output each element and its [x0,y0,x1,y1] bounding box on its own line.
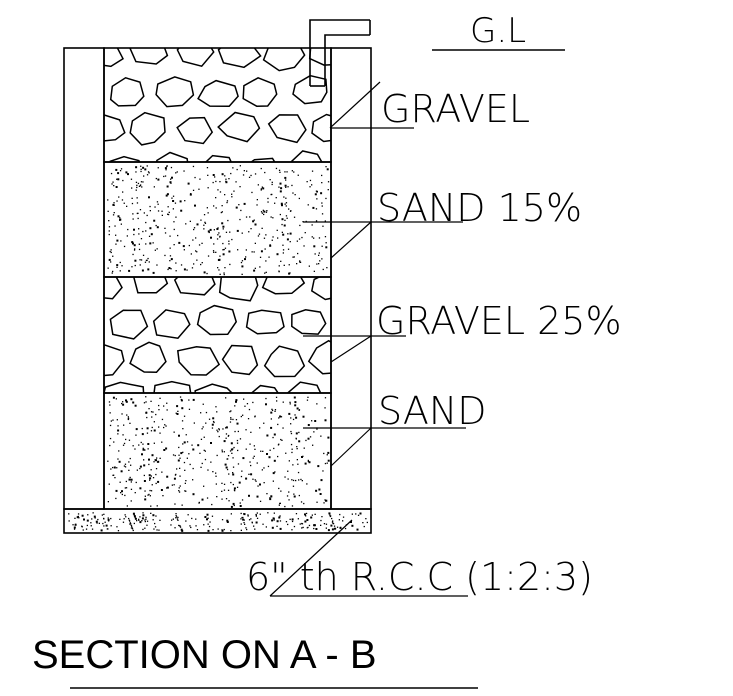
section-title: SECTION ON A - B [32,633,377,677]
leader-gravel-top [329,81,414,129]
leader-sand-bottom [303,427,466,467]
leader-rcc [269,519,468,597]
sand-layer-bottom [103,392,332,510]
ground-level-label: G.L [470,11,526,51]
leader-gravel-25 [303,335,406,363]
inlet-pipe [309,19,371,87]
right-wall [330,47,372,510]
label-gravel-25: GRAVEL 25% [376,299,622,343]
rcc-base [63,508,372,534]
label-rcc: 6" th R.C.C (1:2:3) [246,555,593,599]
gravel-layer-middle [103,276,332,394]
label-sand-15: SAND 15% [377,186,582,230]
sand-layer-upper [103,161,332,278]
label-sand-bottom: SAND [378,389,487,433]
left-wall [63,47,105,510]
leader-sand-15 [303,221,463,259]
label-gravel-top: GRAVEL [381,87,530,131]
